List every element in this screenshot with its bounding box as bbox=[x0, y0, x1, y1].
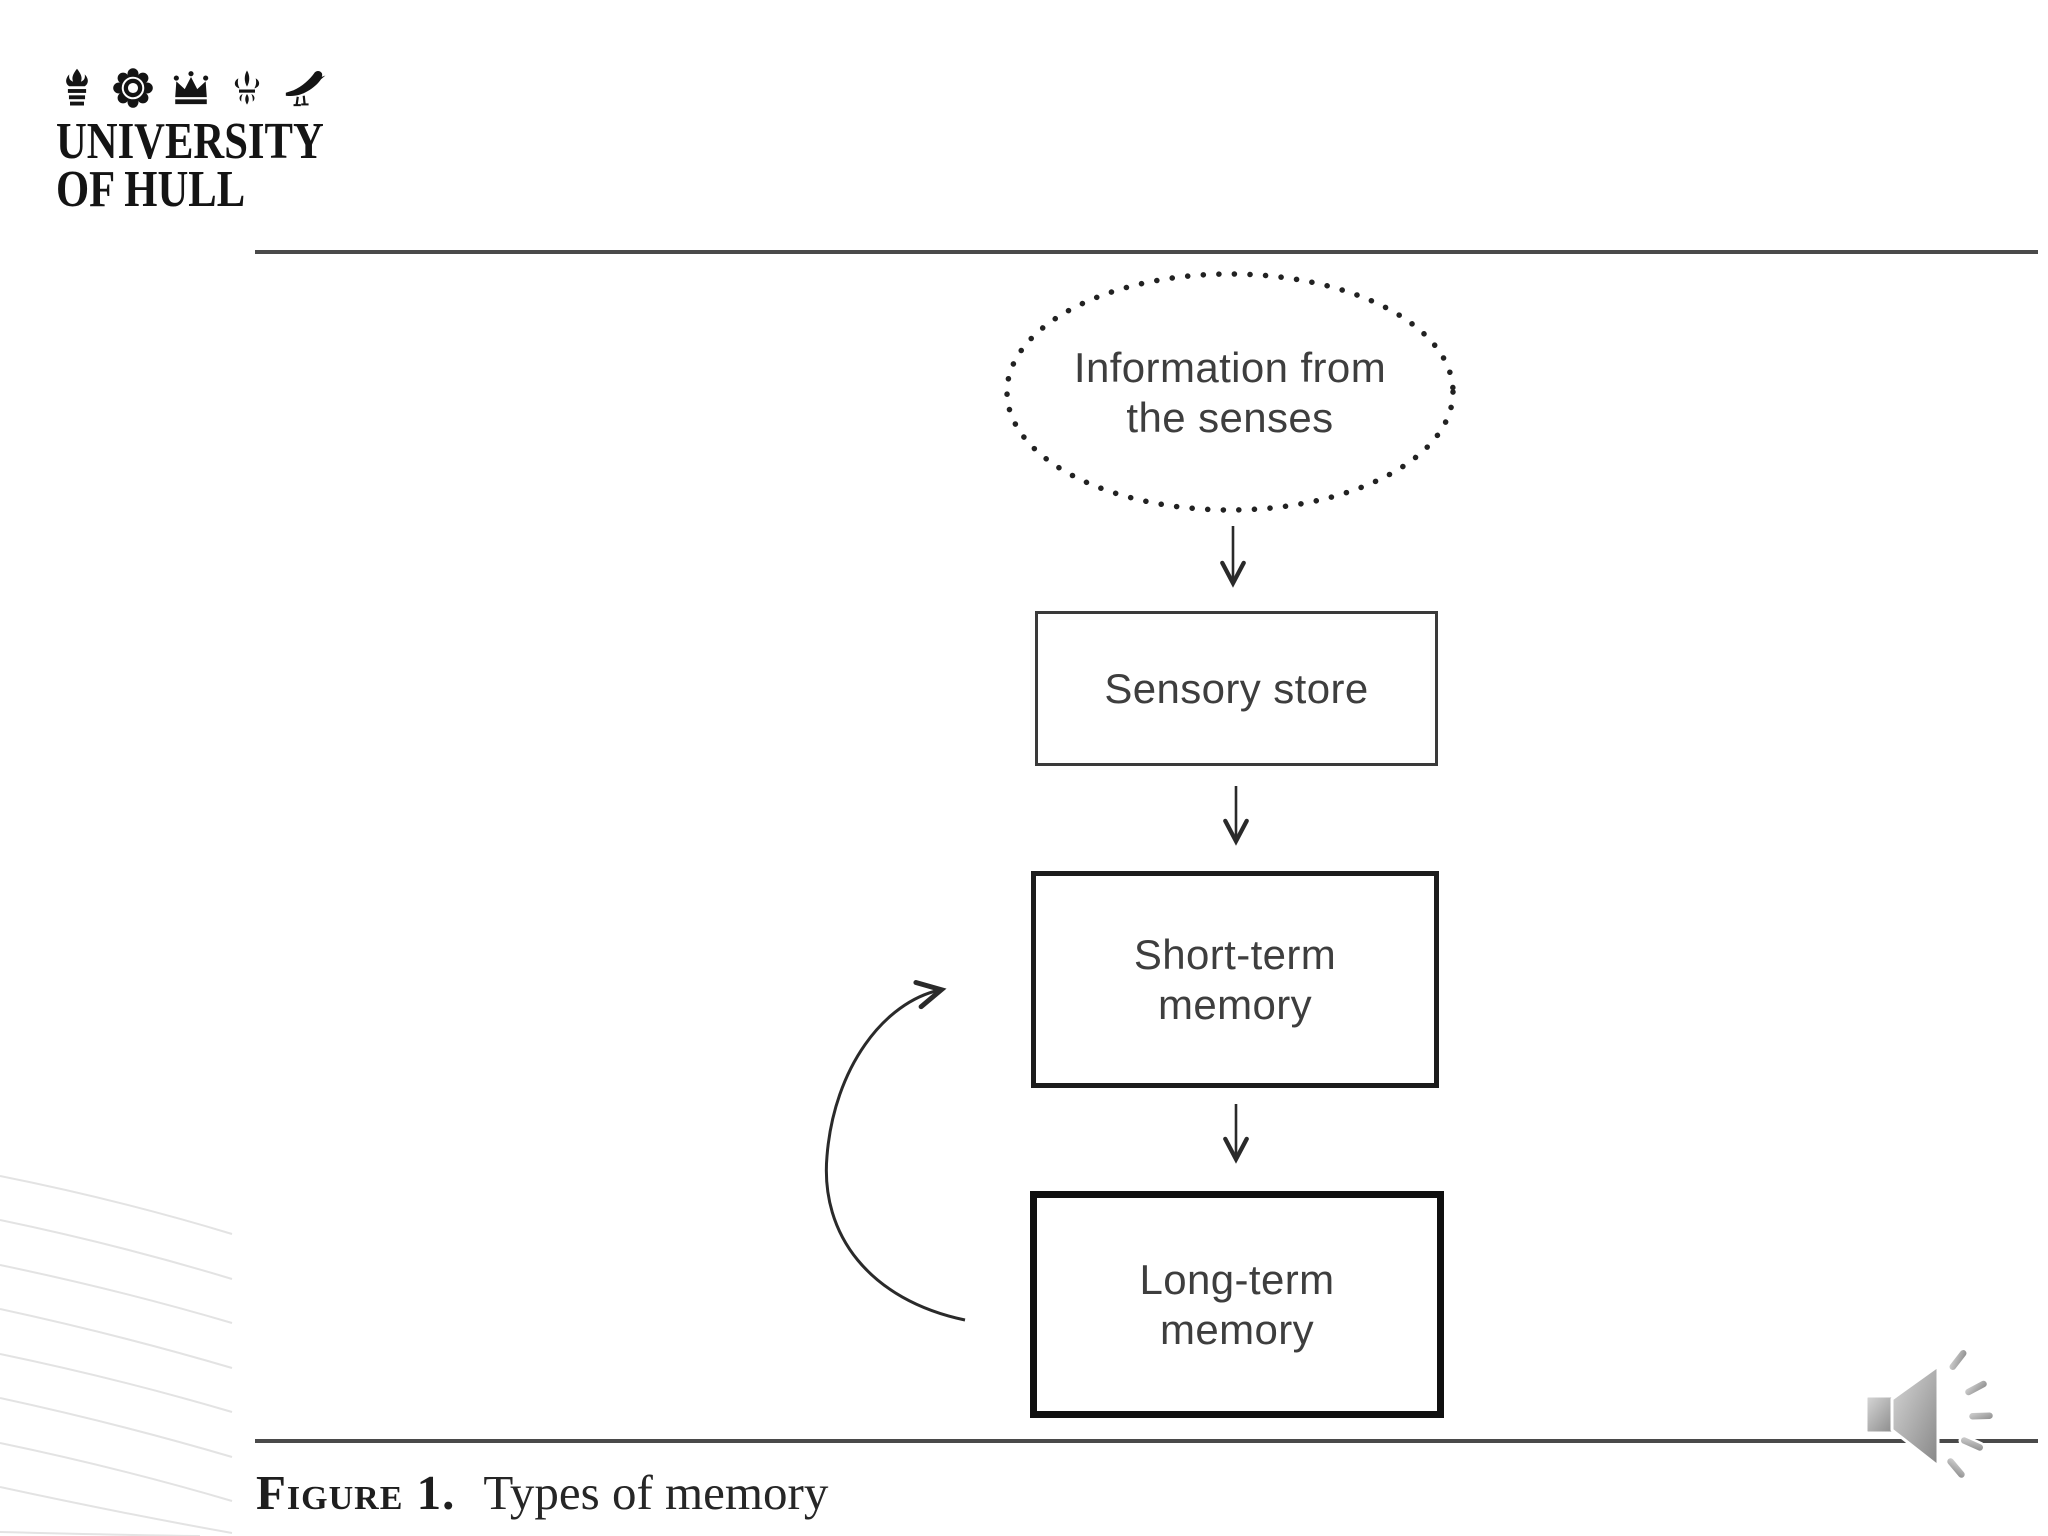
rose-icon bbox=[113, 68, 153, 108]
university-name-line2: OF HULL bbox=[56, 161, 246, 219]
node-label-line: memory bbox=[1159, 1305, 1315, 1353]
connector-arrows bbox=[1220, 526, 1249, 1164]
crown-icon bbox=[173, 71, 209, 105]
curved-arrow-ltm-to-stm bbox=[824, 980, 966, 1322]
node-long-term-memory: Long-term memory bbox=[1030, 1191, 1444, 1418]
node-label-line: Sensory store bbox=[1104, 664, 1369, 712]
node-label-line: Short-term bbox=[1133, 931, 1337, 979]
logo-crest-icons bbox=[56, 64, 383, 110]
decorative-fan-lines bbox=[0, 1175, 233, 1536]
node-short-term-memory: Short-term memory bbox=[1031, 871, 1439, 1088]
torch-icon bbox=[66, 68, 88, 106]
university-name-line1: UNIVERSITY bbox=[56, 113, 324, 170]
node-label-line: Information from bbox=[1073, 344, 1387, 392]
node-label-line: Long-term bbox=[1139, 1256, 1335, 1304]
dotted-ellipse-outline bbox=[1004, 271, 1456, 513]
fleur-de-lis-icon bbox=[234, 70, 260, 105]
university-name: UNIVERSITY OF HULL bbox=[56, 113, 324, 219]
speaker-icon[interactable] bbox=[1864, 1347, 1996, 1481]
figure-caption: Figure 1. Types of memory bbox=[256, 1464, 828, 1521]
node-information-from-senses: Information from the senses bbox=[1020, 300, 1440, 485]
figure-caption-text: Types of memory bbox=[483, 1465, 829, 1520]
bird-icon bbox=[285, 71, 326, 107]
university-logo: UNIVERSITY OF HULL bbox=[56, 64, 383, 219]
node-sensory-store: Sensory store bbox=[1035, 611, 1438, 766]
node-label-line: the senses bbox=[1126, 393, 1334, 441]
node-label-line: memory bbox=[1157, 980, 1313, 1028]
speaker-sound-waves bbox=[1944, 1347, 1996, 1481]
figure-caption-label: Figure 1. bbox=[256, 1465, 456, 1520]
